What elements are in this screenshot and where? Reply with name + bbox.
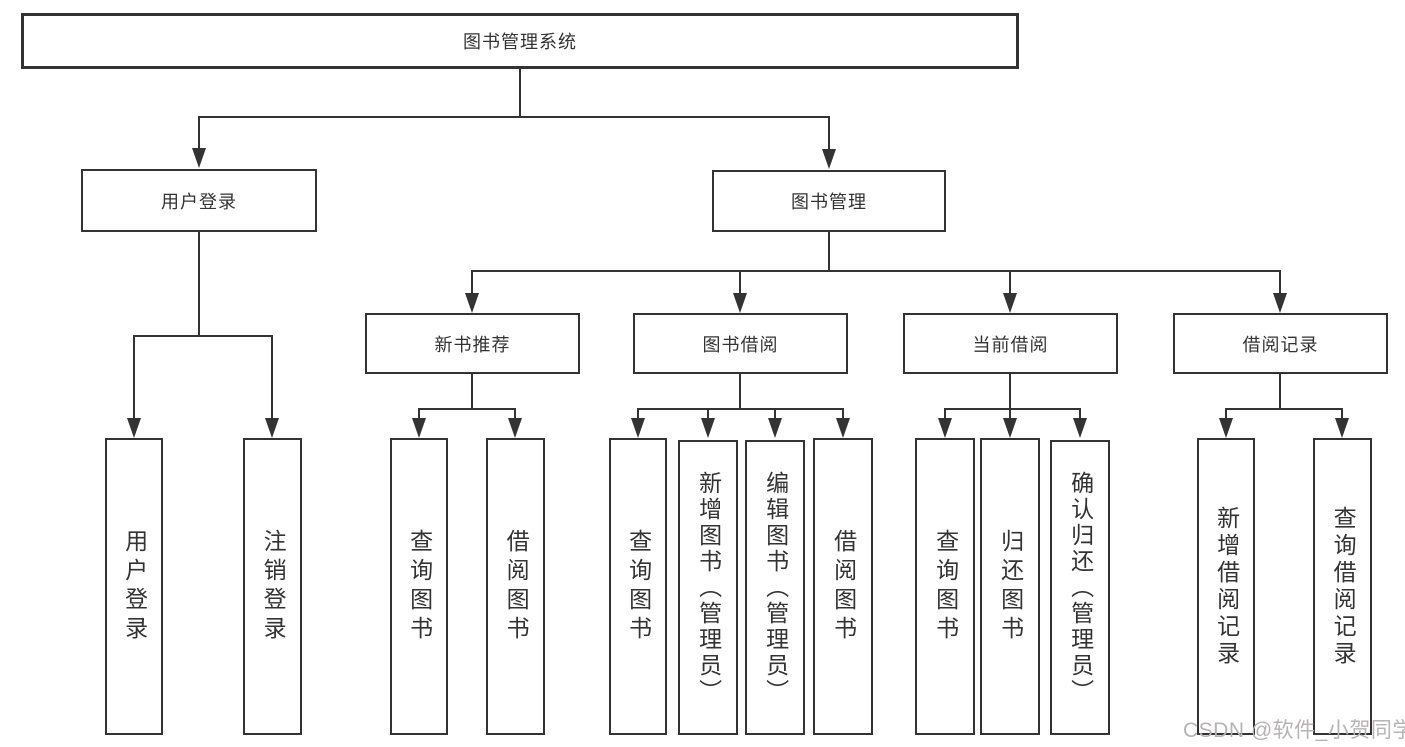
arrow-down-icon: [1003, 418, 1017, 438]
connector-vline: [828, 232, 830, 271]
node-label: 注销登录: [260, 528, 287, 645]
node-label: 用户登录: [161, 191, 237, 212]
connector-vline: [944, 409, 946, 419]
connector-vline: [198, 232, 200, 337]
connector-vline: [1225, 409, 1227, 419]
arrow-down-icon: [192, 148, 206, 168]
connector-hline: [637, 408, 844, 410]
node-label: 用户登录: [121, 528, 148, 645]
node-book-management: 图书管理: [712, 170, 946, 232]
node-current-borrow: 当前借阅: [903, 313, 1118, 374]
node-label: 查询图书: [406, 528, 433, 645]
node-label: 借阅记录: [1242, 334, 1319, 355]
node-label: 图书借阅: [702, 334, 779, 355]
arrow-down-icon: [265, 418, 279, 438]
node-library-system: 图书管理系统: [21, 13, 1019, 69]
connector-vline: [739, 374, 741, 409]
leaf-borrow-query-book: 查询图书: [609, 438, 667, 735]
node-label: 借阅图书: [830, 528, 857, 645]
connector-vline: [828, 117, 830, 149]
connector-vline: [418, 409, 420, 419]
arrow-down-icon: [768, 418, 782, 438]
leaf-edit-book-admin: 编辑图书（管理员）: [745, 440, 805, 735]
connector-vline: [1279, 271, 1281, 294]
connector-vline: [637, 409, 639, 419]
arrow-down-icon: [938, 418, 952, 438]
node-label: 新书推荐: [434, 334, 511, 355]
connector-hline: [198, 116, 830, 118]
connector-vline: [471, 374, 473, 409]
node-label: 查询图书: [932, 528, 959, 645]
node-label: 新增图书（管理员）: [695, 470, 722, 705]
connector-vline: [1009, 374, 1011, 409]
connector-vline: [198, 117, 200, 149]
node-book-borrow: 图书借阅: [633, 313, 848, 374]
csdn-watermark: CSDN @软件_小贺同学: [1183, 719, 1405, 742]
leaf-add-book-admin: 新增图书（管理员）: [678, 440, 738, 735]
arrow-down-icon: [733, 293, 747, 313]
node-label: 当前借阅: [972, 334, 1049, 355]
connector-hline: [944, 408, 1081, 410]
arrow-down-icon: [508, 418, 522, 438]
connector-vline: [133, 336, 135, 419]
leaf-add-borrow-record: 新增借阅记录: [1197, 438, 1255, 735]
node-new-book-recommend: 新书推荐: [365, 313, 580, 374]
leaf-return-book: 归还图书: [980, 438, 1040, 735]
leaf-query-borrow-record: 查询借阅记录: [1313, 438, 1372, 735]
arrow-down-icon: [1073, 418, 1087, 438]
connector-hline: [133, 335, 273, 337]
arrow-down-icon: [836, 418, 850, 438]
node-label: 图书管理系统: [463, 32, 577, 52]
connector-vline: [1079, 409, 1081, 419]
node-label: 确认归还（管理员）: [1067, 470, 1094, 705]
connector-vline: [1009, 271, 1011, 294]
arrow-down-icon: [701, 418, 715, 438]
connector-hline: [1225, 408, 1343, 410]
arrow-down-icon: [631, 418, 645, 438]
leaf-recommend-borrow-book: 借阅图书: [486, 438, 545, 735]
node-label: 编辑图书（管理员）: [762, 470, 789, 705]
connector-vline: [471, 271, 473, 294]
node-label: 归还图书: [997, 528, 1024, 645]
connector-vline: [1341, 409, 1343, 419]
connector-vline: [514, 409, 516, 419]
arrow-down-icon: [127, 418, 141, 438]
connector-vline: [774, 409, 776, 419]
arrow-down-icon: [1335, 418, 1349, 438]
connector-vline: [1279, 374, 1281, 409]
node-label: 借阅图书: [503, 528, 530, 645]
connector-hline: [418, 408, 516, 410]
leaf-current-query-book: 查询图书: [915, 438, 975, 735]
arrow-down-icon: [822, 149, 836, 169]
leaf-confirm-return-admin: 确认归还（管理员）: [1050, 440, 1110, 735]
connector-vline: [271, 336, 273, 419]
connector-vline: [739, 271, 741, 294]
connector-vline: [519, 69, 521, 117]
connector-vline: [842, 409, 844, 419]
arrow-down-icon: [465, 293, 479, 313]
node-label: 新增借阅记录: [1213, 505, 1240, 668]
arrow-down-icon: [1003, 293, 1017, 313]
connector-vline: [707, 409, 709, 419]
node-borrow-record: 借阅记录: [1173, 313, 1388, 374]
connector-vline: [1009, 409, 1011, 419]
leaf-recommend-query-book: 查询图书: [390, 438, 448, 735]
node-label: 图书管理: [791, 192, 867, 212]
node-user-login: 用户登录: [81, 169, 317, 232]
node-label: 查询借阅记录: [1330, 505, 1357, 668]
node-label: 查询图书: [625, 528, 652, 645]
connector-hline: [471, 270, 1281, 272]
leaf-logout: 注销登录: [243, 438, 302, 735]
arrow-down-icon: [412, 418, 426, 438]
arrow-down-icon: [1219, 418, 1233, 438]
leaf-user-login: 用户登录: [105, 438, 163, 735]
arrow-down-icon: [1273, 293, 1287, 313]
leaf-borrow-borrow-book: 借阅图书: [813, 438, 873, 735]
